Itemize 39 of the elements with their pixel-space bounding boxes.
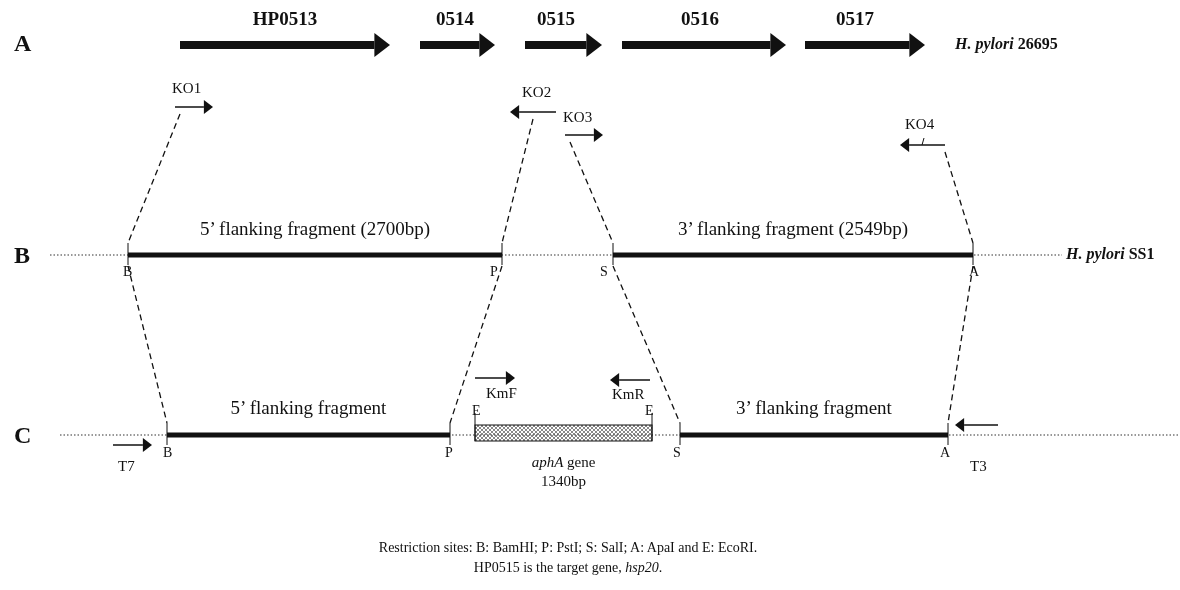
dashed-line: [449, 265, 503, 424]
site-letter: A: [940, 445, 951, 461]
footnote: HP0515 is the target gene, hsp20.: [473, 560, 663, 576]
strain-label: H. pylori 26695: [955, 35, 1058, 53]
primer-label: T3: [970, 458, 987, 475]
gene-name: 0515: [537, 8, 575, 30]
fragment-label: 5’ flanking fragment: [230, 397, 387, 419]
strain-label: H. pylori SS1: [1066, 245, 1155, 263]
gene-name: 0516: [681, 8, 719, 30]
fragment-label: 3’ flanking fragment (2549bp): [677, 218, 909, 240]
fragment-label: 5’ flanking fragment (2700bp): [199, 218, 431, 240]
site-letter: B: [163, 445, 173, 461]
primer-label: T7: [118, 458, 135, 475]
primer-label: KO2: [522, 84, 552, 101]
site-letter: S: [600, 264, 608, 280]
dashed-line: [501, 118, 534, 244]
dashed-line: [944, 151, 974, 244]
dashed-line: [127, 265, 168, 424]
fragment-label: 3’ flanking fragment: [736, 397, 892, 419]
primer-label: KO1: [172, 80, 202, 97]
row-letter: C: [14, 422, 32, 449]
site-letter: P: [490, 264, 498, 280]
site-letter: E: [472, 403, 481, 419]
primer-label: KmR: [612, 386, 645, 403]
gene-name: HP0513: [252, 8, 318, 30]
site-letter: E: [645, 403, 654, 419]
primer-label: KmF: [486, 385, 517, 402]
gene-name: 0514: [436, 8, 474, 30]
gene-name: 0517: [836, 8, 874, 30]
site-letter: S: [673, 445, 681, 461]
row-letter: B: [14, 242, 30, 269]
site-letter: P: [445, 445, 453, 461]
gene-caption: aphA gene 1340bp: [530, 453, 597, 491]
site-letter: B: [123, 264, 133, 280]
primer-label: KO3: [563, 109, 593, 126]
footnote: Restriction sites: B: BamHI; P: PstI; S: SalI; A: ApaI and E: EcoRI.: [378, 540, 758, 556]
primer-label: KO4: [905, 116, 935, 133]
row-letter: A: [14, 30, 32, 57]
dashed-line: [612, 265, 681, 424]
